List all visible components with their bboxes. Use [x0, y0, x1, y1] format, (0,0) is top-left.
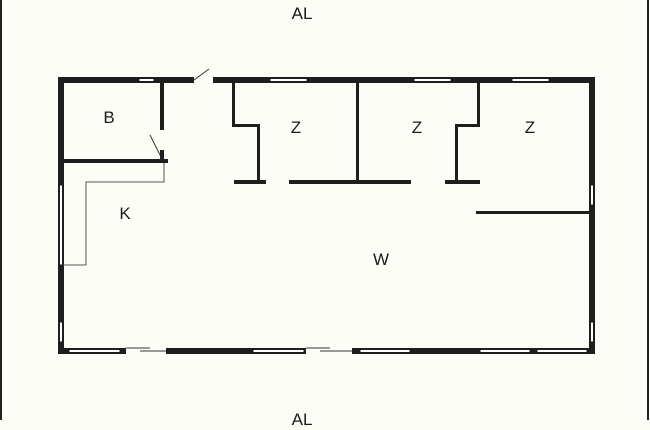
bottom-windows: [68, 349, 588, 353]
outdoor-label-top: AL: [291, 4, 313, 23]
sliding-doors: [126, 347, 352, 352]
room-label-bedroom-3: Z: [524, 118, 536, 137]
room-label-living: W: [372, 250, 390, 269]
entrance-door: [193, 68, 210, 81]
outer-walls: [58, 77, 595, 354]
bathroom-door: [149, 134, 161, 156]
room-label-bedroom-1: Z: [290, 118, 302, 137]
outdoor-label-bottom: AL: [291, 410, 313, 429]
room-label-bathroom: B: [103, 108, 115, 127]
right-border-line: [647, 0, 649, 420]
interior-walls: [62, 80, 592, 214]
left-windows: [59, 184, 63, 343]
room-label-bedroom-2: Z: [411, 118, 423, 137]
floor-plan: [58, 68, 595, 354]
left-border-line: [0, 0, 2, 420]
room-label-kitchen: K: [119, 204, 131, 223]
kitchen-counter: [63, 163, 165, 266]
right-windows: [590, 184, 594, 343]
top-windows: [138, 78, 550, 82]
